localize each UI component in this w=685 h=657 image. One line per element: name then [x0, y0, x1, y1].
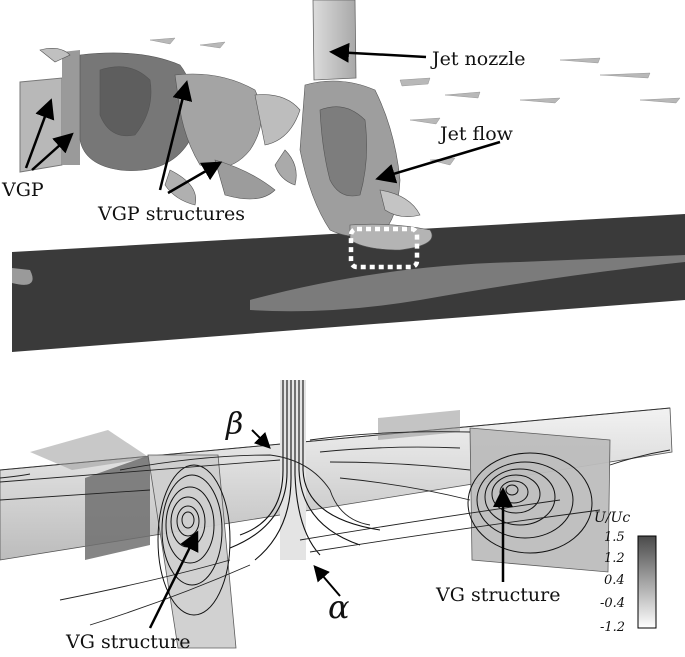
colorbar-title: U/Uc — [594, 510, 630, 526]
label-vg-structure-left: VG structure — [65, 631, 190, 653]
label-jet-nozzle: Jet nozzle — [430, 48, 526, 70]
top-panel: Jet nozzle Jet flow VGP VGP structures — [1, 0, 685, 352]
slice-plane-dark — [85, 455, 150, 560]
arrow-vg-left — [148, 530, 199, 629]
vg-swirl-left — [157, 464, 231, 616]
colorbar-tick-1: 1.2 — [604, 551, 625, 566]
colorbar-tick-3: -0.4 — [600, 596, 625, 611]
arrow-vgp-structures-1 — [158, 80, 193, 191]
vg-slice-right — [469, 427, 611, 573]
colorbar-tick-2: 0.4 — [604, 573, 625, 588]
label-vgp: VGP — [1, 179, 44, 201]
label-jet-flow: Jet flow — [438, 123, 514, 145]
vg-swirl-right — [467, 452, 593, 554]
slice-plane-back-left — [30, 430, 150, 470]
colorbar-tick-0: 1.5 — [604, 530, 625, 545]
highlight-box — [348, 226, 420, 270]
wall-band-light-streak — [12, 268, 33, 285]
arrow-beta — [251, 429, 271, 449]
vgp-structure-cloud — [39, 48, 301, 206]
jet-column — [229, 380, 381, 561]
arrow-jet-flow — [375, 140, 501, 184]
arrow-jet-nozzle — [329, 42, 427, 63]
jet-flow-plume — [299, 80, 433, 251]
arrow-vgp-1 — [24, 98, 55, 169]
colorbar-tick-4: -1.2 — [600, 620, 625, 635]
wall-band-lighter-region — [250, 255, 685, 312]
surface-streamlines — [0, 431, 671, 626]
colorbar-gradient — [637, 535, 657, 629]
vgp-plate-back — [62, 50, 80, 165]
arrow-alpha — [313, 564, 341, 597]
bottom-panel: β α VG structure VG structure U/Uc 1.5 1… — [0, 380, 673, 653]
flow-fragments — [149, 37, 681, 166]
arrow-vgp-structures-2 — [167, 161, 223, 195]
label-vgp-structures: VGP structures — [97, 203, 245, 225]
arrow-vgp-2 — [31, 132, 74, 171]
label-vg-structure-right: VG structure — [435, 584, 560, 606]
label-alpha: α — [328, 588, 350, 626]
colorbar: U/Uc 1.5 1.2 0.4 -0.4 -1.2 — [594, 510, 657, 635]
jet-nozzle — [312, 0, 357, 81]
label-beta: β — [225, 407, 243, 442]
